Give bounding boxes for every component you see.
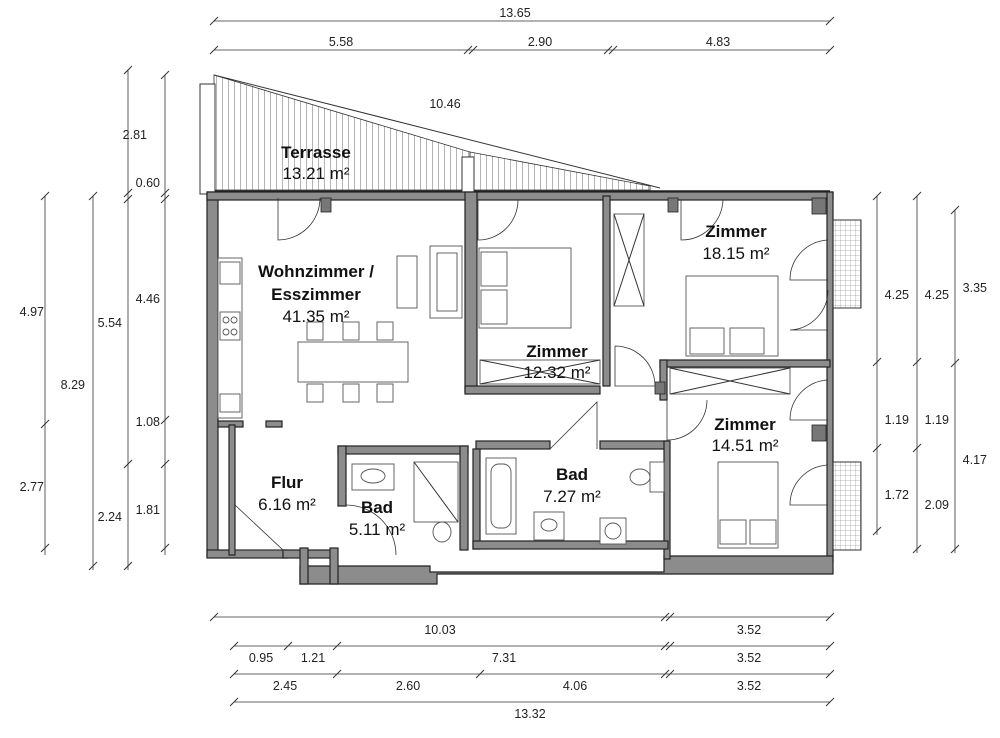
dim-right-425a: 4.25: [885, 288, 909, 302]
dim-top-seg2: 2.90: [528, 35, 552, 49]
dim-top-total: 13.65: [499, 6, 530, 20]
dim-bottom-total: 13.32: [514, 707, 545, 721]
dim-top-seg3: 4.83: [706, 35, 730, 49]
left-dimensions: 2.81 0.60 4.46 1.08 1.81 5.54 2.24 8.29 …: [20, 65, 170, 571]
dim-bottom-1003: 10.03: [424, 623, 455, 637]
dim-left-181: 1.81: [136, 503, 160, 517]
doors: [234, 197, 862, 556]
terrace: [199, 74, 830, 197]
bottom-dimensions: 10.03 3.52 0.95 1.21 7.31 3.52 2.45 2.60…: [209, 612, 835, 721]
dim-left-497: 4.97: [20, 305, 44, 319]
dim-right-172: 1.72: [885, 488, 909, 502]
dim-left-281: 2.81: [123, 128, 147, 142]
bad2-area: 7.27 m²: [543, 487, 601, 506]
dim-right-209: 2.09: [925, 498, 949, 512]
zimmer2-name: Zimmer: [705, 222, 767, 241]
dim-left-224: 2.24: [98, 510, 122, 524]
dim-terrace-diagonal: 10.46: [429, 97, 460, 111]
room-labels: Terrasse 13.21 m² Wohnzimmer / Esszimmer…: [258, 143, 779, 539]
dim-left-446: 4.46: [136, 292, 160, 306]
zimmer1-name: Zimmer: [526, 342, 588, 361]
dim-left-108: 1.08: [136, 415, 160, 429]
dim-right-425b: 4.25: [925, 288, 949, 302]
zimmer1-area: 12.32 m²: [523, 363, 590, 382]
bad1-area: 5.11 m²: [349, 520, 406, 539]
terrace-name: Terrasse: [281, 143, 351, 162]
dim-bottom-352a: 3.52: [737, 623, 761, 637]
dim-right-335: 3.35: [963, 281, 987, 295]
dim-top-seg1: 5.58: [329, 35, 353, 49]
walls: [206, 191, 834, 585]
furniture: [217, 213, 791, 549]
dim-bottom-731: 7.31: [492, 651, 516, 665]
flur-name: Flur: [271, 473, 303, 492]
flur-area: 6.16 m²: [258, 495, 316, 514]
living-name-line1: Wohnzimmer /: [258, 262, 374, 281]
terrace-area: 13.21 m²: [282, 164, 349, 183]
living-area: 41.35 m²: [282, 307, 349, 326]
bad1-name: Bad: [361, 498, 393, 517]
bad2-name: Bad: [556, 465, 588, 484]
living-name-line2: Esszimmer: [271, 285, 361, 304]
dim-bottom-095: 0.95: [249, 651, 273, 665]
dim-bottom-121: 1.21: [301, 651, 325, 665]
zimmer3-area: 14.51 m²: [711, 436, 778, 455]
dim-bottom-406: 4.06: [563, 679, 587, 693]
dim-bottom-352b: 3.52: [737, 651, 761, 665]
dim-bottom-352c: 3.52: [737, 679, 761, 693]
zimmer2-area: 18.15 m²: [702, 244, 769, 263]
dim-bottom-245: 2.45: [273, 679, 297, 693]
top-dimensions: 13.65 5.58 2.90 4.83 10.46: [209, 6, 835, 111]
right-dimensions: 4.25 1.19 1.72 4.25 1.19 2.09 3.35 4.17: [872, 191, 987, 554]
dim-left-554: 5.54: [98, 316, 122, 330]
zimmer3-name: Zimmer: [714, 415, 776, 434]
dim-bottom-260: 2.60: [396, 679, 420, 693]
dim-left-277: 2.77: [20, 480, 44, 494]
dim-right-119b: 1.19: [925, 413, 949, 427]
dim-left-060: 0.60: [136, 176, 160, 190]
dim-right-119a: 1.19: [885, 413, 909, 427]
dim-right-417: 4.17: [963, 453, 987, 467]
dim-left-829: 8.29: [61, 378, 85, 392]
